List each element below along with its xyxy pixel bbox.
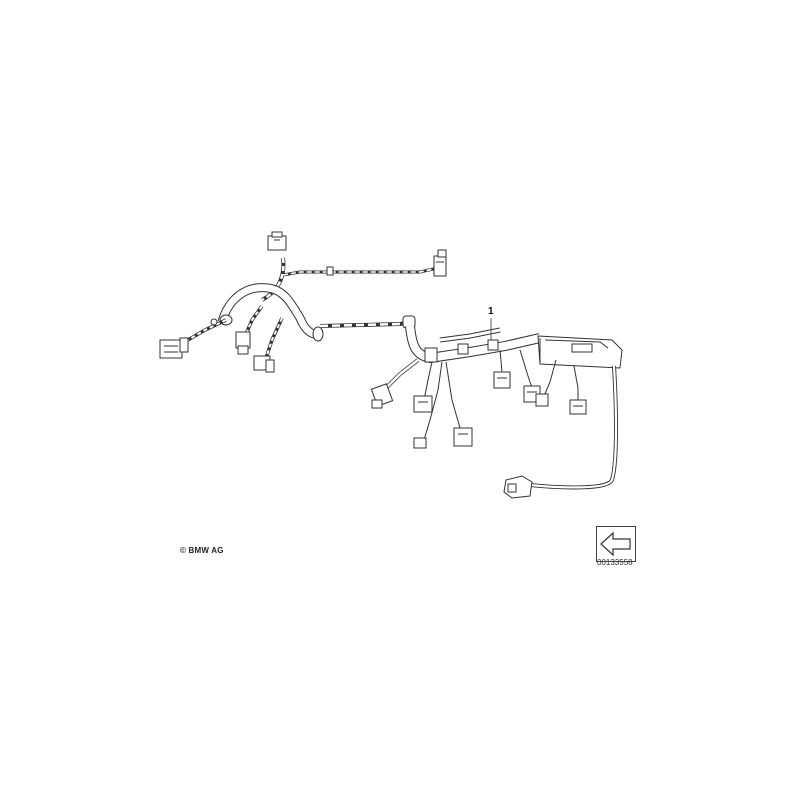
- image-id: 00133558: [597, 558, 633, 567]
- left-arrow-icon: [600, 531, 631, 557]
- connector-top-left: [267, 231, 287, 251]
- left-branch-cables: [187, 304, 284, 359]
- copyright-text: © BMW AG: [180, 546, 224, 555]
- long-bottom-cable: [529, 365, 618, 490]
- connector-bottom-elbow: [503, 475, 533, 499]
- connector-drop-8: [569, 399, 587, 415]
- control-unit-housing: [537, 335, 623, 369]
- connector-drop-7: [535, 393, 549, 407]
- left-trunk-housing: [217, 283, 324, 342]
- middle-striped-cable: [319, 315, 416, 329]
- part-callout-label: 1: [488, 306, 494, 317]
- connector-left-lower: [253, 355, 275, 373]
- upper-left-harness-branch: [260, 257, 439, 302]
- drop-cables: [384, 349, 579, 441]
- navigate-back-button[interactable]: [596, 526, 636, 562]
- connector-drop-1: [370, 383, 394, 409]
- connector-drop-5: [493, 371, 511, 389]
- connector-drop-4: [453, 427, 473, 447]
- central-trunk: [405, 325, 542, 364]
- connector-far-left: [159, 337, 189, 359]
- connector-drop-3: [413, 437, 427, 449]
- connector-drop-2: [413, 395, 433, 413]
- connector-upper-right: [433, 249, 447, 277]
- connector-left-middle: [235, 331, 251, 355]
